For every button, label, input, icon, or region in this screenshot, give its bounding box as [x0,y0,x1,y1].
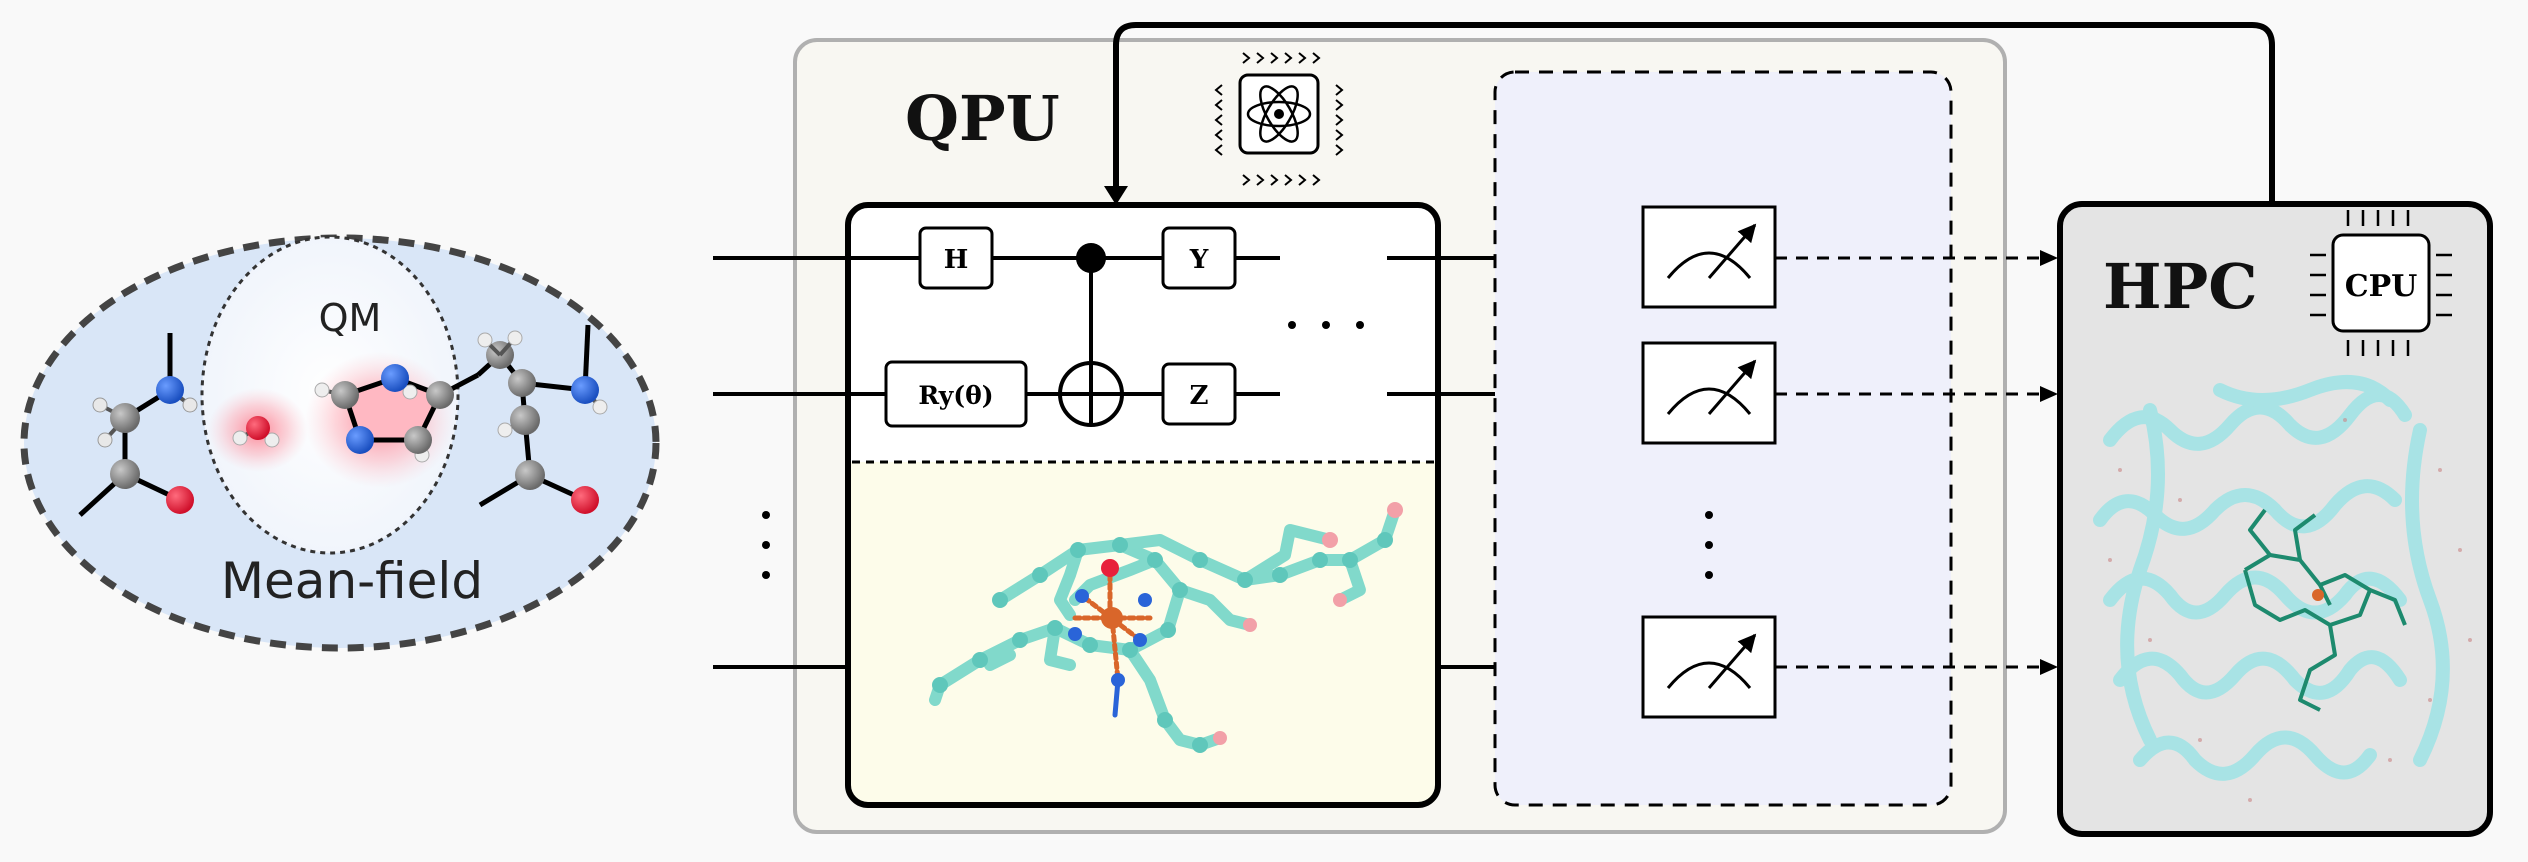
measurement-meter-icon [1641,205,1777,309]
left-residue-molecule [78,333,198,517]
circuit-ellipsis [1288,321,1364,329]
qm-mm-region: QM Mean-field [20,234,660,652]
svg-text:Z: Z [1190,381,1209,411]
imidazole-ring-molecule [305,341,524,488]
qpu-title: QPU [905,82,1060,155]
atom-chip-icon [1214,52,1344,186]
cnot-control-dot [1076,243,1106,273]
quantum-circuit-box [845,202,1441,808]
measurement-meter-icon [1641,341,1777,445]
hadamard-gate: H [918,226,994,290]
protein-structure [2093,375,2472,802]
svg-text:Ry(θ): Ry(θ) [918,381,993,410]
hpc-title: HPC [2103,250,2258,323]
svg-text:CPU: CPU [2345,269,2418,304]
heme-molecule [929,502,1403,753]
pauli-y-gate: Y [1161,226,1237,290]
qm-label: QM [319,296,382,340]
measurement-ellipsis [1705,511,1713,579]
measurement-meter-icon [1641,615,1777,719]
arrowhead-markers [2040,250,2058,675]
feedback-arrow [1104,22,2275,205]
mean-field-label: Mean-field [221,552,483,610]
svg-text:Y: Y [1189,245,1209,275]
qubit-wire-ellipsis [762,511,770,579]
rotation-y-gate: Ry(θ) [884,360,1028,428]
water-molecule [208,388,308,472]
right-residue-molecule [477,324,608,514]
cpu-chip-icon: CPU [2310,210,2452,356]
cnot-gate [1058,243,1124,427]
pauli-z-gate: Z [1161,362,1237,426]
svg-text:H: H [944,245,969,275]
measurement-output-arrows [1775,256,2040,669]
